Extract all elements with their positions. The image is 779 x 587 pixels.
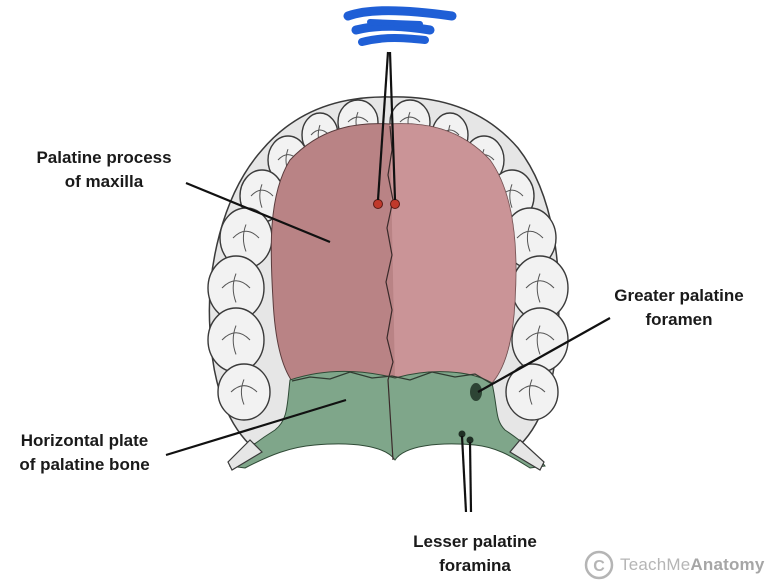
tooth-cusp [250, 184, 274, 208]
watermark-brand: Anatomy [690, 555, 765, 574]
pointer-lesser-foramen-1 [460, 435, 468, 513]
left-posterior-process [227, 439, 263, 471]
label-line: Greater palatine [614, 286, 744, 305]
tooth-cusp [232, 224, 260, 252]
label-line: Horizontal plate [20, 431, 149, 450]
lesser-palatine-foramen-1 [458, 430, 466, 438]
redaction-scribble [343, 6, 457, 46]
label-lesser-palatine-foramina: Lesser palatine foramina [395, 530, 555, 578]
greater-palatine-foramen-mark [470, 383, 482, 401]
tooth-cusp [525, 325, 555, 355]
copyright-circle-icon: C [584, 550, 614, 580]
pointer-horizontal-plate [165, 398, 347, 457]
pointer-lesser-foramen-2 [468, 441, 473, 513]
right-posterior-process [509, 439, 545, 471]
tooth [217, 363, 271, 421]
tooth-cusp [525, 273, 555, 303]
tooth-cusp [518, 379, 546, 405]
watermark-prefix: TeachMe [620, 555, 691, 574]
label-line: foramen [645, 310, 713, 329]
lesser-palatine-foramen-2 [466, 436, 474, 444]
label-line: foramina [439, 556, 511, 575]
pointer-lines [165, 51, 611, 513]
maxilla-right-shade [390, 123, 516, 385]
watermark-symbol: C [593, 558, 605, 575]
tooth-cusp [221, 273, 251, 303]
pointer-incisive-right [388, 51, 397, 201]
median-palatine-suture [385, 125, 394, 461]
pointer-greater-foramen [477, 317, 611, 393]
label-line: of palatine bone [19, 455, 150, 474]
tooth-cusp [230, 379, 258, 405]
incisive-foramen-left [373, 199, 383, 209]
pointer-incisive-left [376, 51, 390, 201]
label-line: Palatine process [36, 148, 172, 167]
tooth-cusp [221, 325, 251, 355]
incisive-foramen-right [390, 199, 400, 209]
tooth [505, 363, 559, 421]
label-horizontal-plate: Horizontal plate of palatine bone [2, 429, 167, 477]
tooth [207, 307, 265, 373]
transverse-palatine-suture [291, 371, 493, 385]
watermark-text: TeachMeAnatomy [620, 555, 765, 575]
label-palatine-process: Palatine process of maxilla [14, 146, 194, 194]
label-line: of maxilla [64, 172, 144, 191]
tooth-cusp [516, 224, 544, 252]
teachmeanatomy-watermark: C TeachMeAnatomy [584, 550, 765, 580]
tooth [511, 307, 569, 373]
label-line: Lesser palatine [413, 532, 537, 551]
pointer-palatine-process [185, 181, 331, 244]
label-greater-palatine-foramen: Greater palatine foramen [604, 284, 754, 332]
